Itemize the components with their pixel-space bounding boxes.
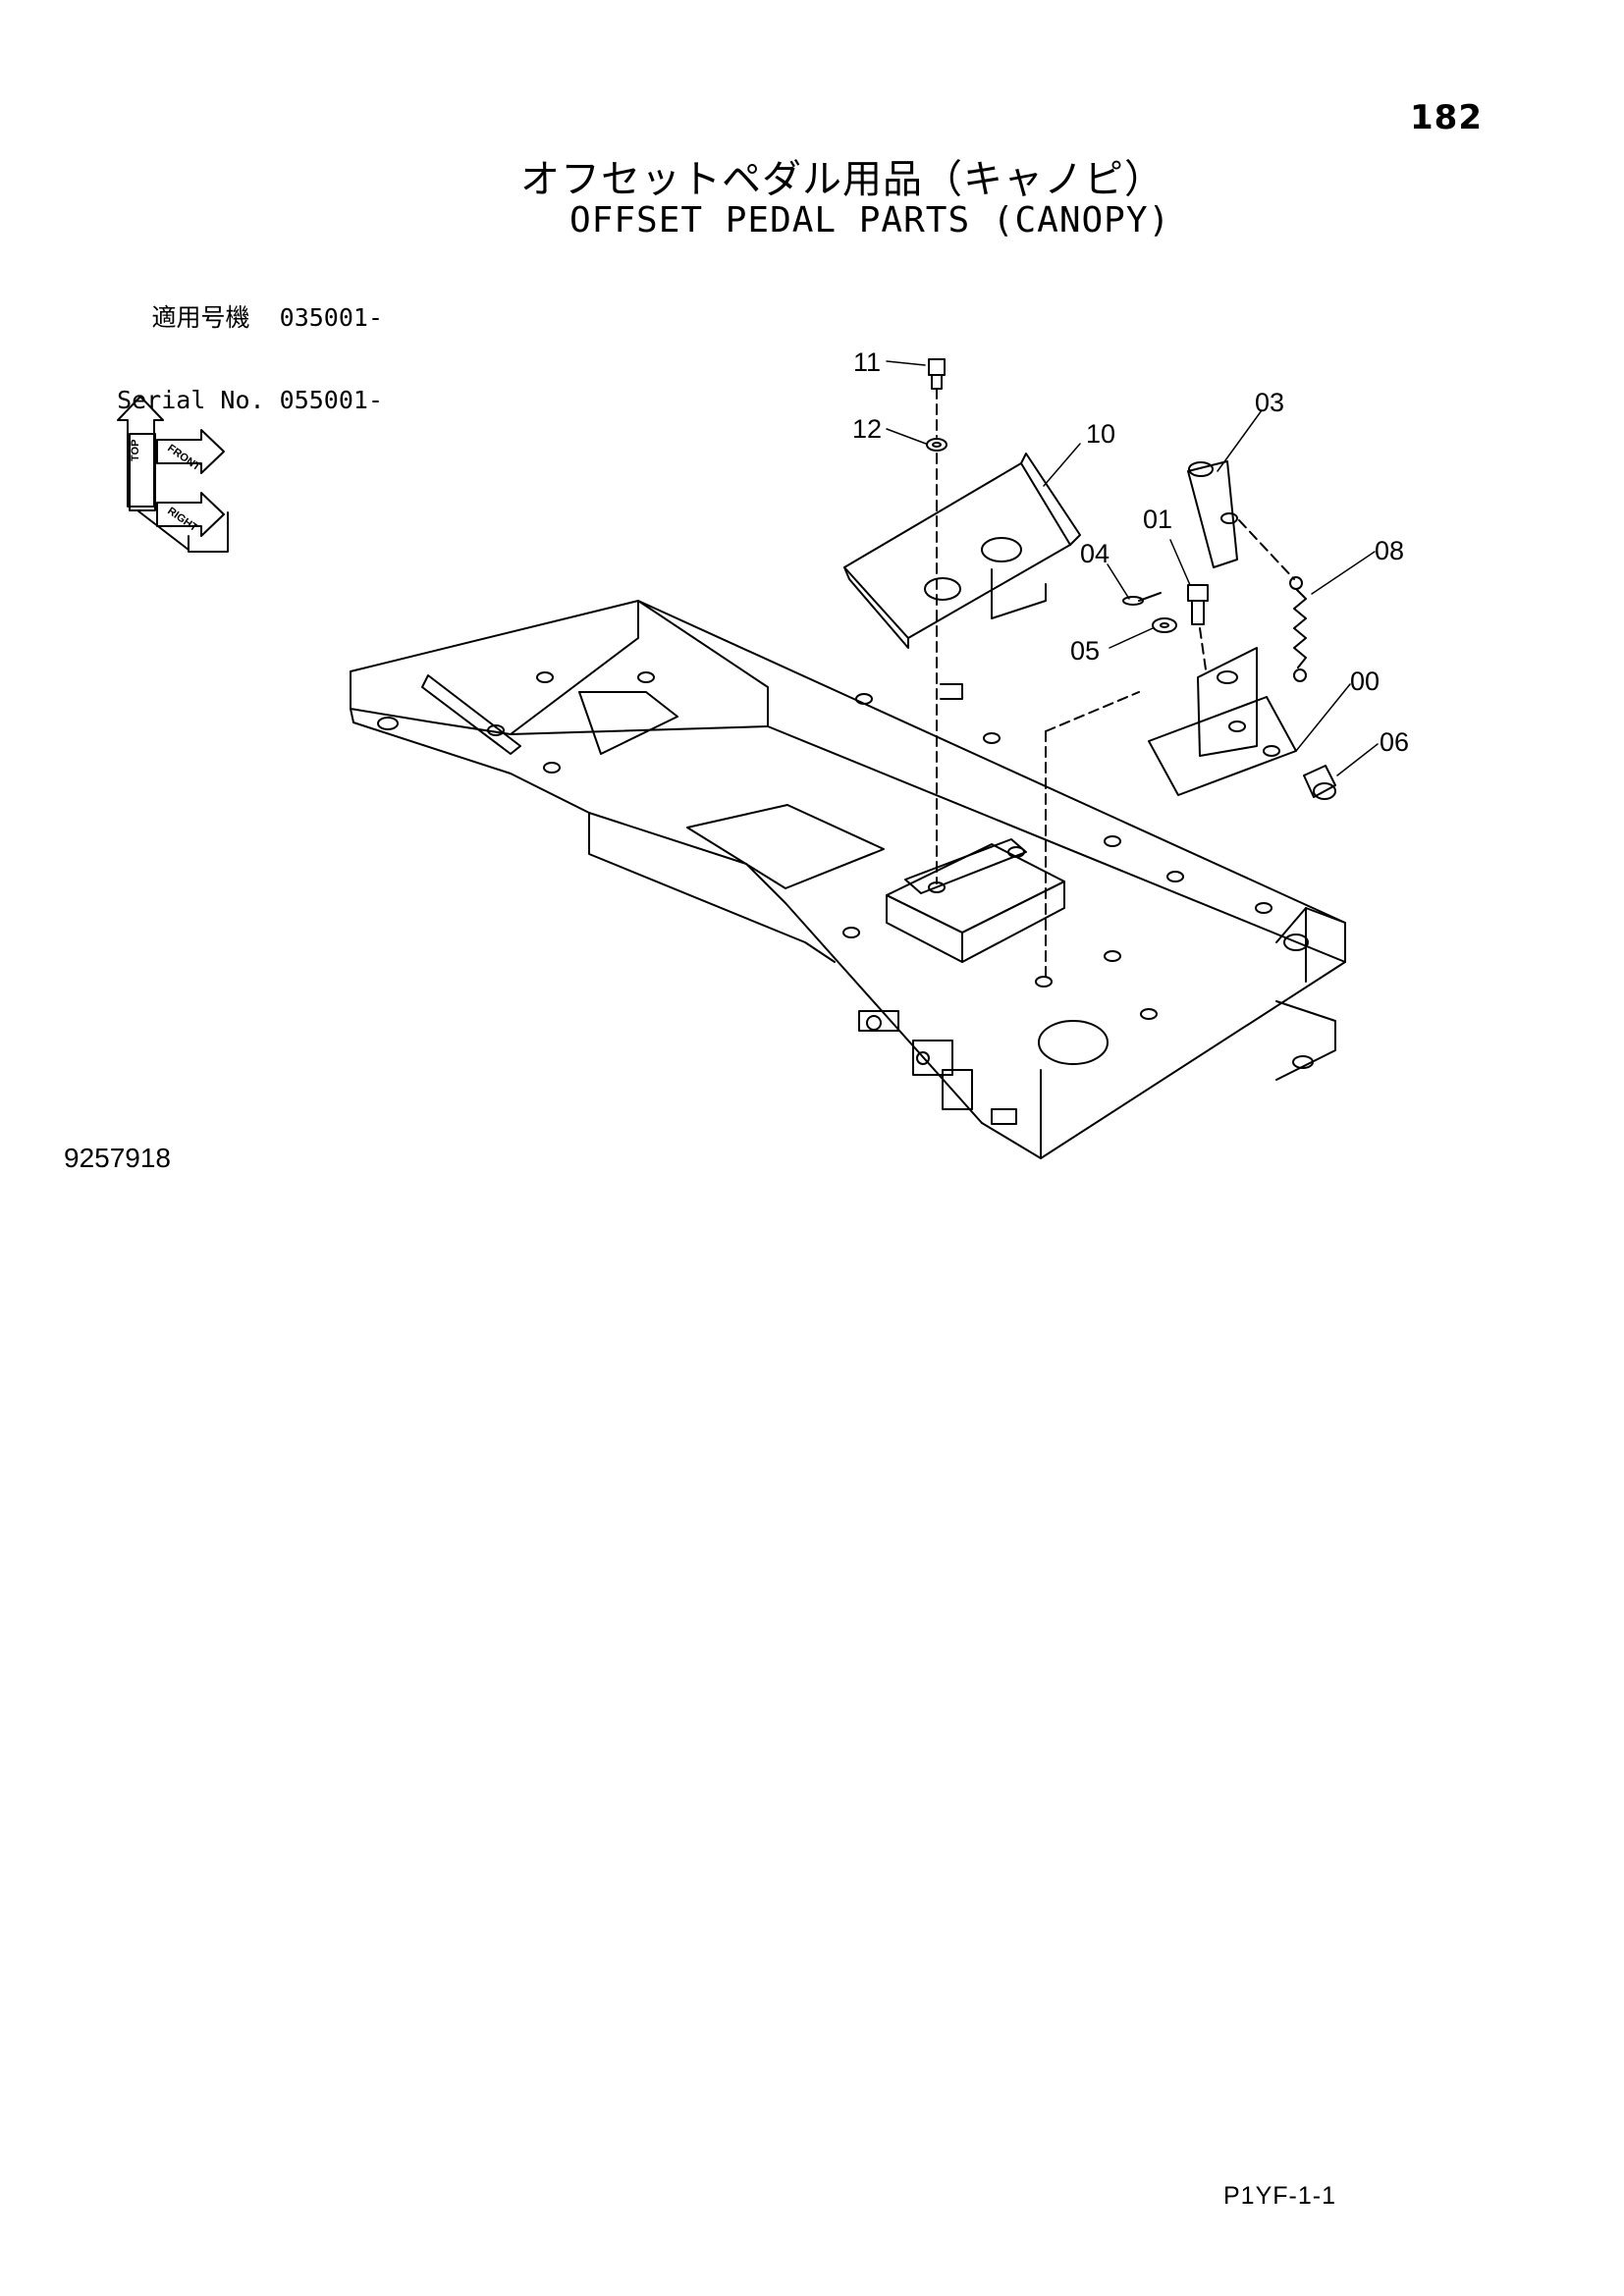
callout-04: 04 <box>1080 539 1110 568</box>
part-12-washer <box>926 438 947 452</box>
part-04-pin <box>1122 592 1162 606</box>
leader-lines <box>886 360 1379 776</box>
serial-row-ja: 適用号機 035001- <box>88 304 383 332</box>
callout-03: 03 <box>1255 388 1284 417</box>
part-10-pedal-plate <box>843 453 1081 649</box>
page-title-english: OFFSET PEDAL PARTS (CANOPY) <box>569 200 1171 240</box>
page-code: P1YF-1-1 <box>1223 2182 1336 2210</box>
orientation-label-top: TOP <box>130 440 141 461</box>
pedal-mount-block <box>886 838 1065 963</box>
orientation-labels: TOP FRONT RIGHT <box>130 440 202 535</box>
page-title-japanese: オフセットペダル用品（キャノピ） <box>520 157 1164 202</box>
valve-fittings <box>858 1010 1017 1125</box>
orientation-label-front: FRONT <box>165 443 202 474</box>
part-05-washer <box>1152 617 1177 633</box>
callout-12: 12 <box>852 414 882 444</box>
callout-01: 01 <box>1143 505 1172 534</box>
callout-08: 08 <box>1375 536 1404 565</box>
callout-11: 11 <box>853 347 881 377</box>
callouts: 11 12 10 03 01 04 08 05 00 06 <box>852 347 1409 757</box>
floor-plate <box>350 600 1346 1159</box>
serial-info: 適用号機 035001- Serial No. 055001- <box>88 249 383 442</box>
serial-en-value: 055001- <box>279 386 383 414</box>
drawing-number: 9257918 <box>64 1143 172 1173</box>
callout-00: 00 <box>1350 667 1380 696</box>
part-01-bolt <box>1187 584 1209 625</box>
part-08-spring <box>1289 576 1307 682</box>
serial-ja-label: 適用号機 <box>151 303 250 332</box>
part-11-bolt <box>928 358 946 390</box>
part-03-bracket <box>1187 460 1238 568</box>
part-00-pedal-bracket <box>1148 647 1297 796</box>
page-number: 182 <box>1410 98 1483 137</box>
orientation-label-right: RIGHT <box>165 506 199 535</box>
serial-row-en: Serial No. 055001- <box>88 387 383 414</box>
serial-en-label: Serial No. <box>117 386 265 414</box>
exploded-parts-drawing: TOP FRONT RIGHT 11 12 10 03 01 04 08 05 … <box>117 347 1409 1159</box>
callout-10: 10 <box>1086 419 1115 449</box>
callout-05: 05 <box>1070 636 1100 666</box>
assembly-lines <box>936 388 1295 983</box>
part-06-pin <box>1303 765 1336 800</box>
serial-ja-value: 035001- <box>279 303 383 332</box>
orientation-arrow-icon <box>117 396 229 553</box>
callout-06: 06 <box>1380 727 1409 757</box>
